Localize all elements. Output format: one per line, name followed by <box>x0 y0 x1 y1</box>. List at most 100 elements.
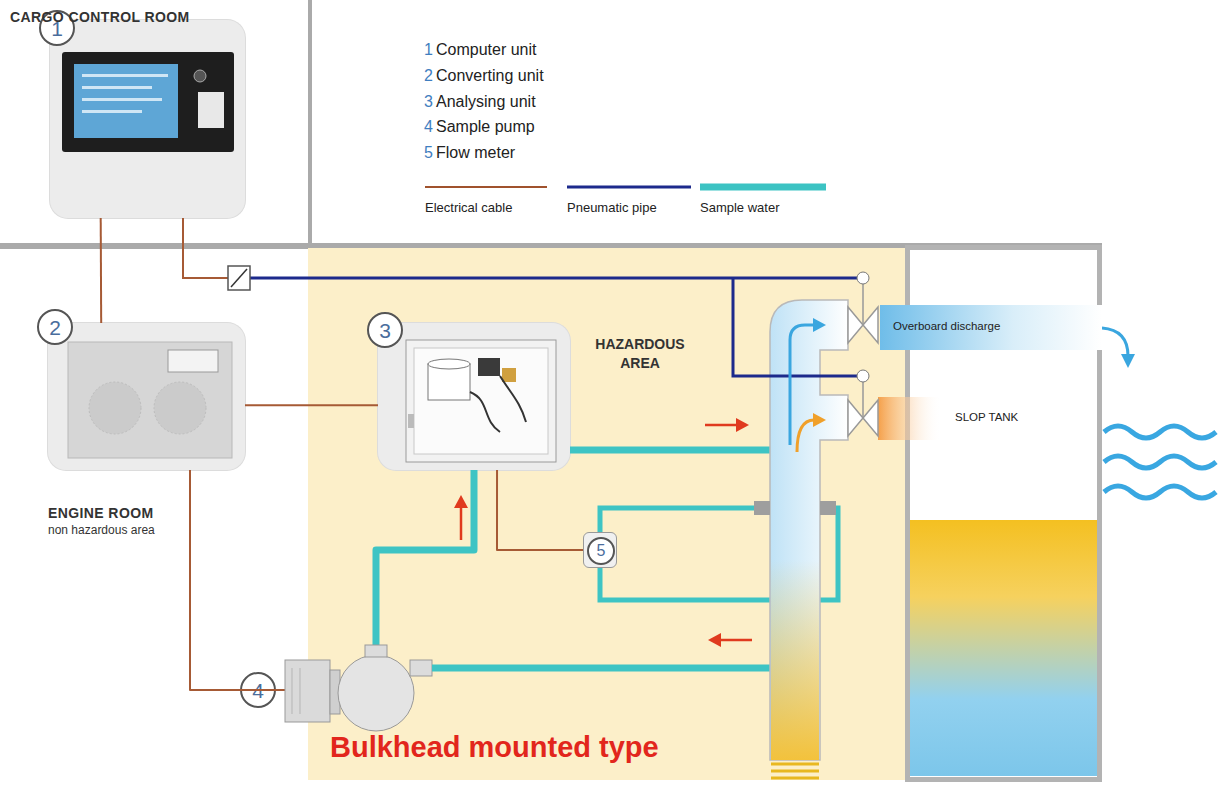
ep-converter-slash <box>231 269 247 287</box>
discharge-pipe <box>770 300 848 760</box>
legend-text: Electrical cable <box>425 200 547 215</box>
converting-unit-box: 2 <box>48 323 245 470</box>
pump-outlet <box>365 645 387 657</box>
slop-flow-head <box>813 413 826 427</box>
analysing-unit-drawing <box>406 340 556 462</box>
valve-stem <box>862 284 864 325</box>
list-number: 5 <box>424 143 433 162</box>
sea-wave <box>1104 486 1216 498</box>
outflow-arrow-head <box>1121 354 1135 368</box>
type-title: Bulkhead mounted type <box>330 730 659 765</box>
flow-arrow-head <box>736 418 749 432</box>
flow-meter-box: 5 <box>583 532 617 568</box>
room-wall <box>308 0 312 247</box>
valve-symbol <box>848 400 878 436</box>
panel-plate <box>198 92 224 128</box>
flow-sensor <box>754 501 770 515</box>
flow-arrow <box>719 639 752 642</box>
area-label: HAZARDOUS AREA <box>585 335 695 373</box>
electrical-cable <box>245 404 378 406</box>
valve-symbol <box>848 307 878 343</box>
analyser-cell-top <box>428 359 470 369</box>
sample-water-pipe <box>570 447 772 454</box>
sample-pump-drawing <box>285 645 432 731</box>
sea-wave <box>1104 456 1216 468</box>
pump-flange <box>330 670 340 714</box>
list-text: Sample pump <box>436 117 535 136</box>
sample-water-pipe <box>376 470 474 645</box>
pump-motor <box>285 660 330 722</box>
analyser-part <box>502 368 516 382</box>
analyser-inner <box>414 348 548 454</box>
list-text: Analysing unit <box>436 92 536 111</box>
screen-line <box>82 110 142 113</box>
hazardous-area-band: HAZARDOUS AREA Bulkhead mounted type 3 5 <box>308 248 905 780</box>
legend-line-sample <box>567 186 691 189</box>
analyser-part <box>478 358 500 376</box>
overboard-discharge-pipe: Overboard discharge <box>880 305 1102 350</box>
flow-arrow-head <box>454 495 468 508</box>
flow-arrow <box>460 506 463 540</box>
sample-water-pipe <box>432 665 772 672</box>
list-text: Computer unit <box>436 40 537 59</box>
callout-number: 4 <box>240 672 276 708</box>
converting-unit-drawing <box>68 342 232 458</box>
pump-body <box>338 655 414 731</box>
screen-line <box>82 74 168 77</box>
panel-knob <box>194 70 206 82</box>
analysing-unit-box: 3 <box>378 323 570 470</box>
screen-line <box>82 98 162 101</box>
room-note: non hazardous area <box>48 523 155 537</box>
ep-converter <box>228 266 250 290</box>
electrical-cable <box>497 470 583 550</box>
room-label: ENGINE ROOM <box>48 505 154 522</box>
computer-unit-drawing <box>62 52 234 152</box>
list-text: Flow meter <box>436 143 515 162</box>
pipe-oil-layer <box>771 560 819 760</box>
overboard-flow-arrow <box>790 325 814 445</box>
legend-line-sample <box>700 184 826 191</box>
tank-label: SLOP TANK <box>955 411 1018 425</box>
callout-number: 2 <box>37 309 73 345</box>
flow-arrow-head <box>708 633 721 647</box>
legend-line-sample <box>425 186 547 188</box>
list-number: 4 <box>424 117 433 136</box>
outflow-arrow <box>1102 328 1128 356</box>
converter-vent <box>154 382 206 434</box>
valve-stem <box>862 382 864 418</box>
flow-sensor <box>820 501 836 515</box>
electrical-cable <box>190 470 285 690</box>
pneumatic-pipe <box>250 277 857 280</box>
sample-pump: 4 <box>285 645 432 735</box>
converter-plate <box>168 350 218 372</box>
valve-actuator <box>857 370 869 382</box>
strainer-line <box>771 770 819 773</box>
strainer-line <box>771 777 819 780</box>
analyser-latch <box>408 414 414 428</box>
analyser-cell <box>428 364 470 400</box>
computer-unit-box: 1 <box>50 20 245 218</box>
legend-sample <box>425 182 547 192</box>
pump-inlet <box>410 660 432 676</box>
room-label: CARGO CONTROL ROOM <box>10 9 190 26</box>
list-number: 3 <box>424 92 433 111</box>
list-number: 1 <box>424 40 433 59</box>
legend-item: Pneumatic pipe <box>567 182 691 215</box>
legend-text: Pneumatic pipe <box>567 200 691 215</box>
legend-item: Sample water <box>700 182 826 215</box>
converter-vent <box>89 382 141 434</box>
analyser-cabinet <box>406 340 556 462</box>
pipe-label: Overboard discharge <box>893 320 1000 334</box>
flow-meter-loop <box>600 508 838 600</box>
valve-actuator <box>857 272 869 284</box>
legend-item: Electrical cable <box>425 182 547 215</box>
slop-inlet <box>878 397 942 440</box>
legend-sample <box>700 182 826 192</box>
tank-liquid <box>910 520 1097 776</box>
